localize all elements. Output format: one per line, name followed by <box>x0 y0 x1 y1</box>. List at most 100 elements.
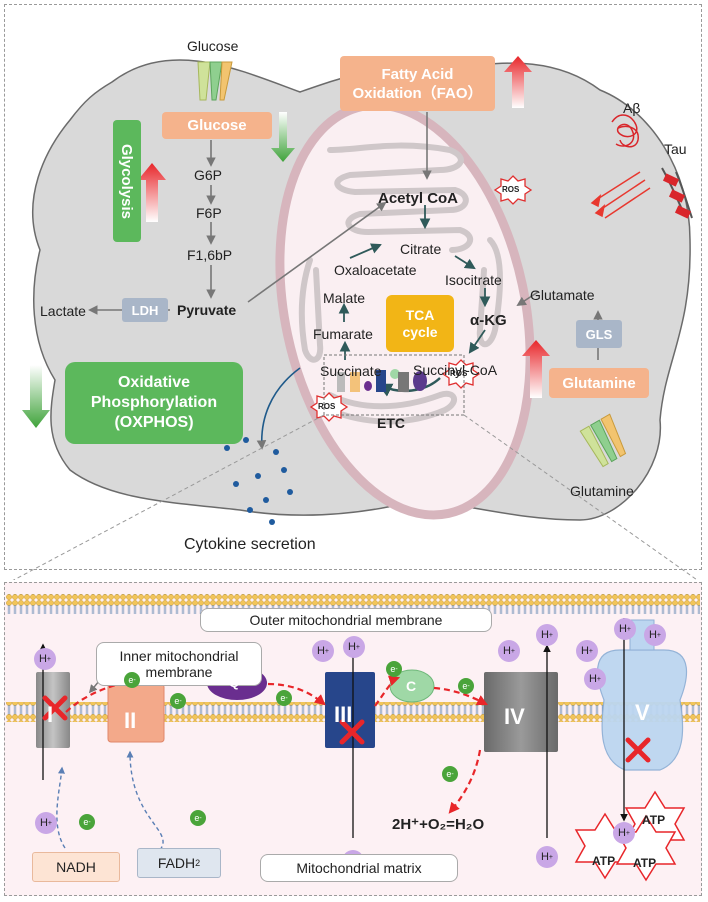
pyruvate-label: Pyruvate <box>177 302 237 318</box>
electron-icon: e- <box>442 766 458 782</box>
complex-III-label: III <box>334 702 353 727</box>
glucose-down-arrow <box>271 112 295 162</box>
f6p-label: F6P <box>196 205 222 221</box>
isocitrate-label: Isocitrate <box>445 272 502 288</box>
proton-icon: H+ <box>34 648 56 670</box>
ros-badge-1 <box>493 175 533 205</box>
lactate-label: Lactate <box>40 303 86 319</box>
complex-III-shape <box>325 672 375 748</box>
akg-label: α-KG <box>470 312 507 329</box>
ros-label-3: ROS <box>318 402 336 411</box>
etc-label: ETC <box>377 415 405 431</box>
fao-label-line1: Fatty Acid <box>381 65 454 83</box>
abeta-tau-signal <box>590 171 651 219</box>
electron-icon: e- <box>190 810 206 826</box>
glucose-box: Glucose <box>162 112 272 139</box>
ros-label-2: ROS <box>450 369 468 378</box>
inner-membrane-label-line1: Inner mitochondrial <box>119 648 239 664</box>
proton-icon: H+ <box>576 640 598 662</box>
glycolysis-label: Glycolysis <box>118 143 136 219</box>
complex-I-label: I <box>47 702 54 727</box>
glucose-outside-label: Glucose <box>187 38 239 54</box>
oxphos-label-line1: Oxidative <box>117 374 191 391</box>
glycolysis-up-arrow <box>138 163 166 222</box>
c-label: C <box>406 678 417 694</box>
complex-V-inhibited-icon <box>625 737 651 763</box>
complex-III-inhibited-icon <box>339 719 365 745</box>
complex-V-label: V <box>635 700 650 725</box>
etc-box <box>323 354 465 416</box>
proton-icon: H+ <box>644 624 666 646</box>
citrate-label: Citrate <box>400 241 442 257</box>
glutamine-box: Glutamine <box>549 368 649 398</box>
proton-icon: H+ <box>584 668 606 690</box>
oxphos-label-line3: (OXPHOS) <box>114 414 194 431</box>
proton-icon: H+ <box>614 618 636 640</box>
ros-badge-3 <box>309 392 349 422</box>
complex-I-inhibited-icon <box>42 695 68 721</box>
glutamine-outside-label: Glutamine <box>570 483 634 499</box>
tca-label-line1: TCA <box>405 306 435 323</box>
oxphos-label-line2: Phosphorylation <box>90 394 218 411</box>
water-equation: 2H⁺+O₂=H₂O <box>392 816 485 833</box>
q-label: Q <box>229 675 240 690</box>
ldh-box: LDH <box>122 298 168 322</box>
fao-box: Fatty Acid Oxidation（FAO） <box>340 56 495 111</box>
nadh-box: NADH <box>32 852 120 882</box>
tca-cycle-box: TCA cycle <box>386 295 454 352</box>
atp-label: ATP <box>592 854 616 868</box>
glucose-transporter <box>197 61 233 101</box>
malate-label: Malate <box>323 290 366 306</box>
abeta-icon <box>611 114 639 148</box>
glutamine-transporter <box>579 413 627 468</box>
g6p-label: G6P <box>194 167 223 183</box>
proton-icon: H+ <box>343 636 365 658</box>
oxphos-box: Oxidative Phosphorylation (OXPHOS) <box>65 362 243 444</box>
inner-membrane-label-line2: membrane <box>145 664 213 680</box>
proton-icon: H+ <box>536 624 558 646</box>
outer-membrane-label: Outer mitochondrial membrane <box>200 608 492 632</box>
complex-IV-shape <box>484 672 558 752</box>
proton-icon: H+ <box>613 822 635 844</box>
tca-label-line2: cycle <box>402 323 438 340</box>
matrix-label: Mitochondrial matrix <box>260 854 458 882</box>
electron-icon: e- <box>79 814 95 830</box>
electron-icon: e- <box>170 693 186 709</box>
proton-icon: H+ <box>35 812 57 834</box>
glutamine-up-arrow <box>522 340 550 398</box>
fao-up-arrow <box>504 56 532 108</box>
electron-icon: e- <box>276 690 292 706</box>
electron-icon: e- <box>458 678 474 694</box>
electron-icon: e- <box>124 672 140 688</box>
top-panel <box>4 4 702 570</box>
fadh2-subscript: 2 <box>195 858 201 868</box>
complex-IV-label: IV <box>504 704 525 729</box>
ros-badge-2 <box>441 359 481 389</box>
cristae <box>298 142 503 425</box>
oxaloacetate-label: Oxaloacetate <box>334 262 417 278</box>
fumarate-label: Fumarate <box>313 326 373 342</box>
outer-membrane-bilayer <box>6 594 700 614</box>
f16bp-label: F1,6bP <box>187 247 233 263</box>
ros-label-1: ROS <box>502 185 520 194</box>
succinyl-coa-label: Succinyl-CoA <box>413 362 498 378</box>
atp-label: ATP <box>633 856 657 870</box>
tau-label: Tau <box>664 141 687 157</box>
cytokine-secretion-label: Cytokine secretion <box>184 536 316 553</box>
fadh2-label: FADH <box>157 855 196 871</box>
acetyl-coa-label: Acetyl CoA <box>378 190 459 207</box>
succinate-label: Succinate <box>320 363 382 379</box>
atp-label: ATP <box>642 813 666 827</box>
glycolysis-box: Glycolysis <box>113 120 141 242</box>
proton-icon: H+ <box>498 640 520 662</box>
gls-box: GLS <box>576 320 622 348</box>
complex-II-label: II <box>124 708 137 733</box>
tau-icon <box>661 167 693 219</box>
abeta-label: Aβ <box>623 100 641 116</box>
proton-icon: H+ <box>536 846 558 868</box>
glutamate-label: Glutamate <box>530 287 595 303</box>
proton-icon: H+ <box>312 640 334 662</box>
electron-icon: e- <box>386 661 402 677</box>
fao-label-line2: Oxidation（FAO） <box>352 84 483 102</box>
